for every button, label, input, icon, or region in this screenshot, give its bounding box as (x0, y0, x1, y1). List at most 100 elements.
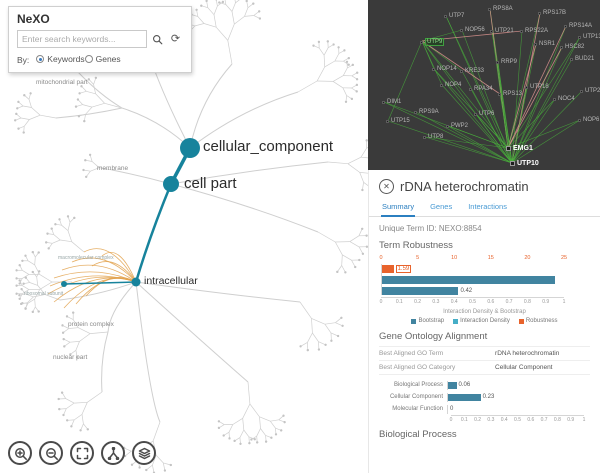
gene-node-rrp9[interactable]: RRP9 (496, 59, 517, 65)
gene-dot (506, 146, 511, 151)
gene-node-pwp2[interactable]: PWP2 (446, 123, 468, 129)
gene-node-rps8a[interactable]: RPS8A (488, 6, 513, 12)
gene-node-kre33[interactable]: KRE33 (460, 68, 484, 74)
search-input[interactable] (17, 30, 147, 48)
table-row: Best Aligned GO Category Cellular Compon… (379, 361, 590, 375)
gene-label: UTP21 (495, 28, 514, 34)
gene-dot (460, 69, 463, 73)
gene-dot (444, 14, 447, 18)
gene-node-rps9a[interactable]: RPS9A (414, 109, 439, 115)
gene-node-utp6[interactable]: UTP6 (474, 111, 494, 117)
gene-node-nop14[interactable]: NOP14 (432, 66, 457, 72)
gene-dot (414, 110, 417, 114)
gene-node-nop6[interactable]: NOP6 (578, 117, 599, 123)
gene-label: DIM1 (387, 99, 402, 105)
gene-node-emg1[interactable]: EMG1 (506, 145, 533, 152)
gene-label: NOP14 (437, 66, 457, 72)
network-nodes-layer: UTP7 RPS8A RPS17B RPS14A NOP56 UTP21 RPS22A UTP… (368, 0, 600, 170)
detail-body: Unique Term ID: NEXO:8854 Term Robustnes… (369, 217, 600, 440)
gene-dot (460, 28, 463, 32)
reset-icon[interactable]: ⟳ (170, 32, 181, 45)
gene-node-utp21[interactable]: UTP21 (490, 28, 514, 34)
gene-dot (564, 24, 567, 28)
gene-node-nsr1[interactable]: NSR1 (534, 41, 555, 47)
gene-label: RPS14A (569, 23, 593, 29)
gene-dot (382, 100, 385, 104)
go-alignment-table: Best Aligned GO Term rDNA heterochromati… (379, 346, 590, 375)
gene-label: NOP6 (583, 117, 600, 123)
tab-genes[interactable]: Genes (430, 202, 453, 211)
zoom-out-icon (45, 447, 58, 460)
gene-node-utp13[interactable]: UTP13 (578, 34, 600, 40)
gene-node-rps13[interactable]: RPS13 (498, 91, 522, 97)
tab-summary[interactable]: Summary (381, 199, 416, 217)
gene-node-rps17b[interactable]: RPS17B (538, 10, 566, 16)
gene-dot (534, 42, 537, 46)
gene-label: RPS22A (525, 28, 549, 34)
network-edges (383, 8, 583, 164)
gene-label: UTP13 (583, 34, 600, 40)
gene-label: UTP7 (449, 13, 465, 19)
legend-item: Interaction Density (453, 318, 510, 324)
gene-dot (580, 89, 583, 93)
gene-dot (553, 97, 556, 101)
zoom-out-button[interactable] (39, 441, 63, 465)
gene-node-rps14a[interactable]: RPS14A (564, 23, 592, 29)
gene-node-utp15[interactable]: UTP15 (386, 118, 410, 124)
gene-node-utp9[interactable]: UTP9 (420, 38, 445, 46)
layers-button[interactable] (132, 441, 156, 465)
gene-label: KRE33 (465, 68, 485, 74)
close-icon[interactable]: ✕ (379, 179, 394, 194)
gene-dot (578, 35, 581, 39)
gene-dot (440, 83, 443, 87)
gene-node-utp22[interactable]: UTP22 (580, 88, 600, 94)
gene-node-utp18[interactable]: UTP18 (525, 84, 549, 90)
gene-dot (446, 124, 449, 128)
gene-node-rpa34[interactable]: RPA34 (469, 86, 493, 92)
radio-keywords[interactable]: Keywords (36, 54, 85, 64)
gene-dot (525, 85, 528, 89)
gene-node-rps22a[interactable]: RPS22A (520, 28, 548, 34)
gene-dot (420, 40, 423, 44)
gene-label: UTP15 (391, 118, 410, 124)
gene-node-nop56[interactable]: NOP56 (460, 27, 485, 33)
gene-node-dim1[interactable]: DIM1 (382, 99, 401, 105)
gene-label: UTP10 (517, 160, 539, 167)
bar-robustness: 1.59 (382, 264, 564, 273)
gene-node-noc4[interactable]: NOC4 (553, 96, 575, 102)
legend-item: Robustness (518, 318, 558, 324)
gene-dot (578, 118, 581, 122)
radio-genes[interactable]: Genes (84, 54, 121, 64)
tab-interactions[interactable]: Interactions (468, 202, 507, 211)
tree-layout-button[interactable] (101, 441, 125, 465)
search-icon[interactable] (150, 32, 165, 47)
gene-dot (498, 92, 501, 96)
gene-label: RPS9A (419, 109, 439, 115)
zoom-in-button[interactable] (8, 441, 32, 465)
gene-label: UTP6 (479, 111, 495, 117)
section-heading-go-alignment: Gene Ontology Alignment (379, 331, 488, 342)
gene-node-utp7[interactable]: UTP7 (444, 13, 464, 19)
gene-label: RRP9 (501, 59, 518, 65)
gene-node-bud21[interactable]: BUD21 (570, 56, 594, 62)
interaction-network-panel[interactable]: UTP7 RPS8A RPS17B RPS14A NOP56 UTP21 RPS22A UTP… (368, 0, 600, 170)
gene-dot (423, 135, 426, 139)
gene-label: RPS8A (493, 6, 513, 12)
gene-node-nop4[interactable]: NOP4 (440, 82, 461, 88)
gene-label: BUD21 (575, 56, 595, 62)
gene-dot (469, 87, 472, 91)
gene-label: UTP22 (585, 88, 600, 94)
gene-label: PWP2 (451, 123, 469, 129)
gene-node-hsc82[interactable]: HSC82 (560, 44, 584, 50)
gene-dot (560, 45, 563, 49)
gene-node-utp10[interactable]: UTP10 (510, 160, 539, 167)
fit-screen-button[interactable] (70, 441, 94, 465)
tree-toolbar (8, 441, 156, 465)
gene-node-utp8[interactable]: UTP8 (423, 134, 443, 140)
